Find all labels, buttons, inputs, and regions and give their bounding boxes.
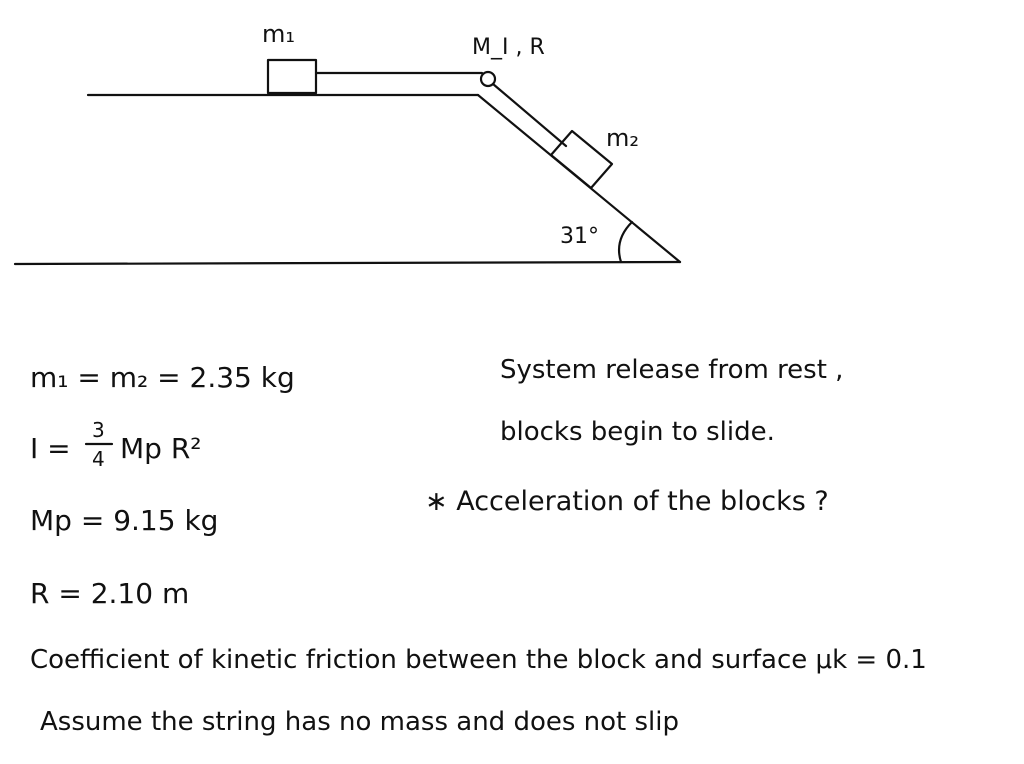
angle-arc <box>617 220 634 264</box>
given-mp: Mp = 9.15 kg <box>30 504 218 537</box>
inertia-fraction-denominator: 4 <box>92 447 105 471</box>
label-angle: 31° <box>560 224 599 249</box>
inertia-fraction-numerator: 3 <box>92 418 105 442</box>
block-m2 <box>549 129 614 190</box>
question-text: ∗ Acceleration of the blocks ? <box>425 486 829 517</box>
label-m2: m₂ <box>606 124 639 152</box>
string-assumption-text: Assume the string has no mass and does n… <box>40 707 679 737</box>
friction-text: Coefficient of kinetic friction between … <box>30 645 927 675</box>
block-m1 <box>266 58 318 95</box>
given-masses: m₁ = m₂ = 2.35 kg <box>30 361 295 394</box>
label-m1: m₁ <box>262 20 295 48</box>
ground-line <box>13 260 682 266</box>
label-pulley: M_I , R <box>472 35 545 60</box>
given-radius: R = 2.10 m <box>30 577 189 610</box>
given-inertia-rhs: Mp R² <box>120 432 202 465</box>
given-inertia-lhs: I = <box>30 432 71 465</box>
statement-line-2: blocks begin to slide. <box>500 417 775 447</box>
statement-line-1: System release from rest , <box>500 355 843 385</box>
string-incline <box>491 82 568 148</box>
pulley-icon <box>479 70 497 88</box>
